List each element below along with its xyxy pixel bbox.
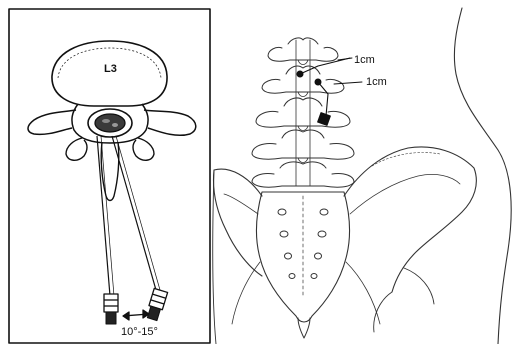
spinal-cord [95, 114, 125, 132]
lower-pelvis [232, 262, 380, 324]
left-transverse-process [28, 110, 76, 134]
needle-hub-lower [318, 113, 331, 126]
needle-right-shadow [116, 136, 160, 290]
right-articular-process [133, 138, 154, 160]
right-ilium-crest [372, 153, 440, 167]
sacral-foramina [278, 196, 328, 298]
leader-lower [334, 82, 362, 84]
cord-speckle-2 [112, 123, 118, 127]
right-ilium [344, 147, 476, 292]
right-transverse-process [144, 110, 196, 135]
cord-speckle [102, 119, 110, 123]
right-ilium-inner [350, 174, 460, 214]
vertebra-label: L3 [104, 63, 117, 75]
needle-lower [318, 82, 328, 116]
distance-label-upper: 1cm [354, 54, 375, 66]
left-ilium [214, 169, 263, 276]
needle-hub-left [104, 294, 118, 324]
angle-label: 10°-15° [121, 326, 158, 338]
axial-vertebra-panel [9, 9, 210, 343]
body-contour [454, 8, 511, 344]
needle-hub-right [145, 288, 167, 321]
needle-left [97, 136, 110, 296]
distance-label-lower: 1cm [366, 76, 387, 88]
right-hip-socket [374, 268, 434, 332]
left-ilium-inner [224, 194, 258, 214]
angle-arrow [123, 310, 149, 320]
left-articular-process [66, 138, 87, 160]
